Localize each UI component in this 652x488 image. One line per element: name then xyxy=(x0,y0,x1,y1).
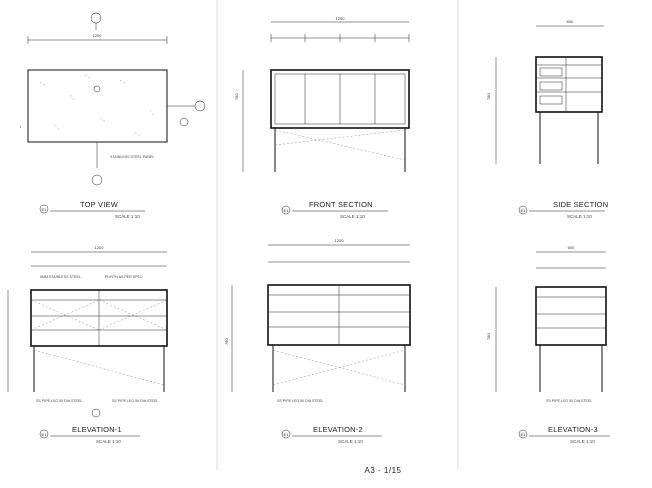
sheet-number: A3 - 1/15 xyxy=(365,466,402,475)
side-height-dim: 780 xyxy=(486,93,491,100)
elev3-cabinet xyxy=(535,286,607,346)
elev2-height-dim: 780 xyxy=(224,338,229,345)
elev3-height-dim: 780 xyxy=(486,333,491,340)
top-view-scale: SCALE 1:10 xyxy=(115,214,140,219)
elev2-width-dim: 1200 xyxy=(335,238,345,243)
elev1-leg-note-right: SS PIPE LEG 50 DIA STEEL xyxy=(112,399,158,403)
elev3-width-dim: 600 xyxy=(568,245,575,250)
elev1-title: ELEVATION-1 xyxy=(72,425,122,434)
elev1-note-right: PLINTH AS PER SPEC xyxy=(105,275,143,279)
elev1-scale: SCALE 1:10 xyxy=(96,439,121,444)
front-section-scale: SCALE 1:10 xyxy=(340,214,365,219)
top-view-tag: E1 xyxy=(42,207,48,212)
front-section-title: FRONT SECTION xyxy=(309,200,373,209)
elev2-tag: E1 xyxy=(284,432,290,437)
elevation-2: 1200 SS PIPE LEG 50 DIA STEEL 780 E1 ELE… xyxy=(224,238,411,444)
front-section: 1200 780 E1 FRONT SECTION SCALE 1:10 xyxy=(234,16,410,219)
elev3-scale: SCALE 1:10 xyxy=(570,439,595,444)
side-section-scale: SCALE 1:10 xyxy=(567,214,592,219)
elev3-title: ELEVATION-3 xyxy=(548,425,598,434)
elev1-note-left: 5MM STAINLESS STEEL xyxy=(40,275,81,279)
elevation-1: 1200 5MM STAINLESS STEEL PLINTH AS PER S… xyxy=(7,245,168,444)
elev1-width-dim: 1200 xyxy=(95,245,105,250)
elev3-tag: E1 xyxy=(521,432,527,437)
top-view: 1200 STAINLESS STEEL PANEL l E1 TOP VIEW… xyxy=(20,12,206,219)
top-slab xyxy=(27,69,168,143)
elev2-scale: SCALE 1:10 xyxy=(338,439,363,444)
front-height-dim: 780 xyxy=(234,93,239,100)
front-width-dim: 1200 xyxy=(336,16,346,21)
side-section-title: SIDE SECTION xyxy=(553,200,608,209)
elevation-3: 600 SS PIPE LEG 50 DIA STEEL 780 E1 ELEV… xyxy=(486,245,610,444)
top-width-dim: 1200 xyxy=(93,33,103,38)
elev3-leg-note: SS PIPE LEG 50 DIA STEEL xyxy=(546,399,592,403)
side-section: 600 780 E1 SIDE SECTION SCALE 1:10 xyxy=(486,19,608,219)
top-view-note: STAINLESS STEEL PANEL xyxy=(110,155,154,159)
svg-text:l: l xyxy=(20,124,21,129)
top-view-title: TOP VIEW xyxy=(80,200,119,209)
side-width-dim: 600 xyxy=(567,19,574,24)
elev2-title: ELEVATION-2 xyxy=(313,425,363,434)
side-cabinet xyxy=(535,56,603,113)
elev2-leg-note: SS PIPE LEG 50 DIA STEEL xyxy=(277,399,323,403)
elev1-leg-note-left: SS PIPE LEG 50 DIA STEEL xyxy=(36,399,82,403)
elev1-tag: E1 xyxy=(42,432,48,437)
side-section-tag: E1 xyxy=(521,208,527,213)
front-section-tag: E1 xyxy=(284,208,290,213)
front-cabinet xyxy=(270,69,410,129)
